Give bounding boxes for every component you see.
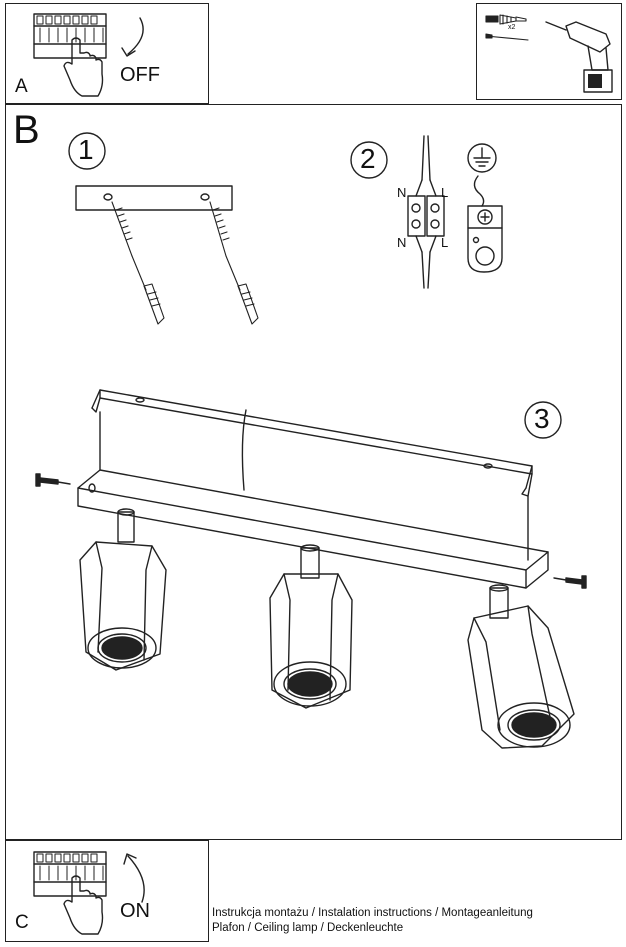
panel-a-frame — [5, 3, 209, 104]
step-3-circle — [524, 401, 562, 439]
ceiling-bracket — [91, 389, 533, 561]
wire-n-top: N — [397, 185, 407, 200]
hand-on-icon — [63, 875, 104, 935]
terminal-block-icon — [407, 135, 445, 289]
screws-qty-label: x2 — [508, 24, 516, 31]
breaker-switch-icon — [33, 13, 107, 59]
off-label: OFF — [120, 64, 160, 86]
mounting-plate — [75, 185, 233, 211]
spotlight-3 — [467, 584, 575, 749]
footer-line-2: Plafon / Ceiling lamp / Deckenleuchte — [212, 922, 404, 934]
arrow-down-icon — [121, 17, 144, 57]
side-screw-right-icon — [553, 575, 587, 589]
panel-c-frame — [5, 840, 209, 942]
panel-b-frame — [5, 104, 622, 840]
wire-l-top: L — [441, 185, 449, 200]
panel-tools-frame — [476, 3, 622, 100]
wire-l-bottom: L — [441, 235, 449, 250]
drill-icon — [545, 21, 613, 93]
step-2-label: 2 — [360, 143, 376, 174]
wire-n-bottom: N — [397, 235, 407, 250]
panel-c-label: C — [15, 912, 29, 933]
on-label: ON — [120, 900, 150, 922]
lamp-body — [77, 469, 549, 589]
panel-a-label: A — [15, 76, 28, 97]
spotlight-1 — [79, 508, 167, 671]
footer-line-1: Instrukcja montażu / Instalation instruc… — [212, 907, 533, 919]
dowel-screw-left-icon — [111, 201, 165, 325]
step-1-circle — [68, 132, 106, 170]
panel-b-label: B — [13, 108, 40, 152]
ground-terminal-icon — [467, 143, 503, 273]
step-1-label: 1 — [78, 134, 94, 165]
step-2-circle — [350, 141, 388, 179]
anchor-screws-icon — [485, 14, 529, 41]
breaker-switch-on-icon — [33, 851, 107, 897]
footer: Instrukcja montażu / Instalation instruc… — [212, 906, 533, 936]
spotlight-2 — [269, 544, 353, 709]
arrow-up-icon — [123, 853, 145, 903]
side-screw-left-icon — [35, 473, 71, 487]
step-3-label: 3 — [534, 403, 550, 434]
power-cable — [241, 409, 247, 491]
hand-icon — [63, 37, 104, 97]
dowel-screw-right-icon — [209, 201, 259, 325]
